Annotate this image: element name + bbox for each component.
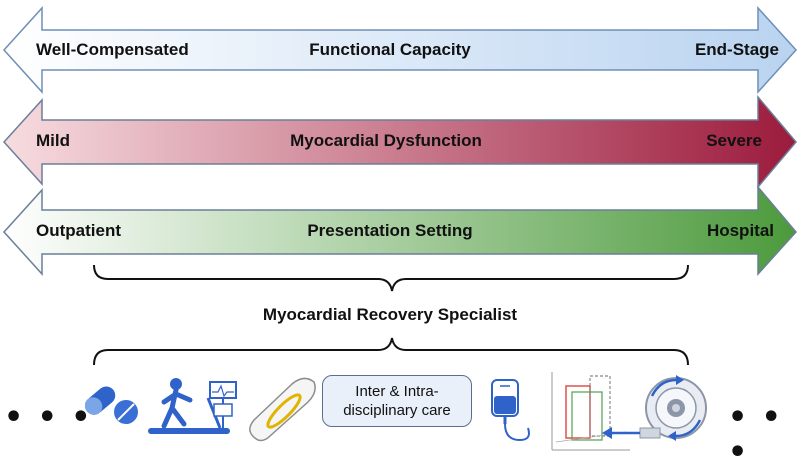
presentation-setting-arrow bbox=[2, 184, 797, 276]
lower-brace bbox=[93, 337, 689, 366]
specialist-label: Myocardial Recovery Specialist bbox=[262, 305, 518, 324]
myocardial-dysfunction-title: Myocardial Dysfunction bbox=[290, 131, 482, 150]
functional-capacity-right-label: End-Stage bbox=[694, 40, 779, 59]
presentation-setting-left-label: Outpatient bbox=[36, 221, 121, 240]
ellipsis-left: • • • bbox=[4, 400, 93, 435]
interdisciplinary-care-box: Inter & Intra- disciplinary care bbox=[322, 375, 472, 427]
recovery-spectrum-diagram bbox=[2, 6, 798, 451]
presentation-setting-right-label: Hospital bbox=[706, 221, 774, 240]
treadmill-exercise-test-icon bbox=[148, 378, 237, 434]
presentation-setting-title: Presentation Setting bbox=[307, 221, 473, 240]
myocardial-dysfunction-right-label: Severe bbox=[706, 131, 762, 150]
care-box-line-1: Inter & Intra- bbox=[355, 383, 439, 400]
cardiac-device-icon bbox=[249, 377, 316, 442]
care-box-line-2: disciplinary care bbox=[343, 402, 451, 419]
functional-capacity-title: Functional Capacity bbox=[309, 40, 471, 59]
iv-bag-icon bbox=[491, 379, 530, 442]
upper-brace bbox=[93, 264, 689, 292]
pressure-volume-loop-icon bbox=[551, 372, 630, 451]
functional-capacity-arrow bbox=[2, 6, 798, 94]
myocardial-dysfunction-arrow bbox=[2, 94, 797, 190]
pills-icon bbox=[84, 386, 138, 424]
circulatory-pump-icon bbox=[602, 375, 707, 441]
ellipsis-right: • • • bbox=[728, 400, 783, 470]
myocardial-dysfunction-left-label: Mild bbox=[36, 131, 70, 150]
functional-capacity-left-label: Well-Compensated bbox=[36, 40, 189, 59]
